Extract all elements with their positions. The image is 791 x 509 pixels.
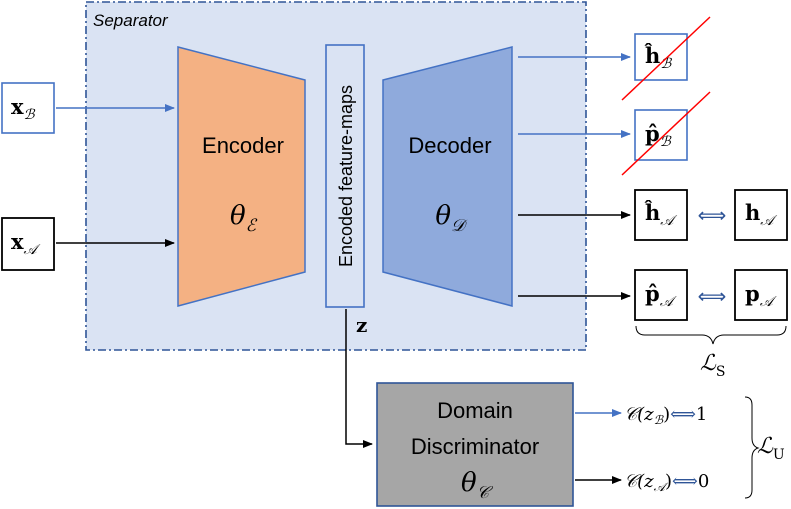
input-x-a-label: x𝒜	[11, 229, 41, 258]
decoder-label: Decoder	[408, 133, 491, 158]
target-p-a-box	[734, 269, 788, 321]
loss-u-brace	[744, 396, 760, 499]
discriminator-line1: Domain	[437, 398, 513, 423]
output-p-hat-a-label: p̂𝒜	[645, 281, 677, 310]
encoder-label: Encoder	[202, 133, 284, 158]
equiv-h: ⟺	[698, 205, 727, 227]
output-p-hat-b-label: p̂ℬ	[645, 121, 672, 150]
target-h-a-label: h𝒜	[745, 200, 777, 229]
discriminator-block	[376, 382, 574, 507]
decoder-param: θ𝒟	[435, 201, 468, 236]
output-h-hat-b-box	[634, 33, 688, 81]
output-h-hat-b-label: ĥℬ	[644, 43, 672, 72]
encoder-block	[177, 46, 306, 307]
loss-u-label: ℒU	[757, 434, 785, 463]
strike-p-hat-b	[621, 91, 711, 176]
output-h-hat-a-label: ĥ𝒜	[644, 200, 677, 229]
target-p-a-label: p𝒜	[745, 281, 777, 310]
latent-z-label: z	[356, 313, 367, 337]
input-x-a-box	[1, 217, 55, 271]
input-x-b-label: xℬ	[11, 94, 36, 123]
loss-s-brace	[635, 325, 787, 345]
output-h-hat-a-box	[634, 189, 688, 241]
output-p-hat-a-box	[634, 269, 688, 321]
c-za-label: 𝒞(z𝒜)⟺0	[624, 471, 709, 494]
decoder-block	[382, 46, 513, 307]
loss-s-label: ℒS	[700, 351, 725, 380]
input-x-b-box	[1, 82, 55, 134]
arrow-z-to-discriminator	[345, 309, 373, 448]
feature-maps-bar	[325, 44, 365, 308]
output-p-hat-b-box	[634, 109, 688, 161]
equiv-p: ⟺	[698, 286, 727, 308]
feature-maps-label: Encoded feature-maps	[336, 85, 356, 267]
strike-h-hat-b	[621, 16, 711, 101]
separator-title: Separator	[93, 11, 169, 30]
encoder-param: θℰ	[230, 201, 258, 236]
target-h-a-box	[734, 189, 788, 241]
discriminator-line2: Discriminator	[411, 434, 539, 459]
c-zb-label: 𝒞(zℬ)⟺1	[624, 404, 707, 427]
